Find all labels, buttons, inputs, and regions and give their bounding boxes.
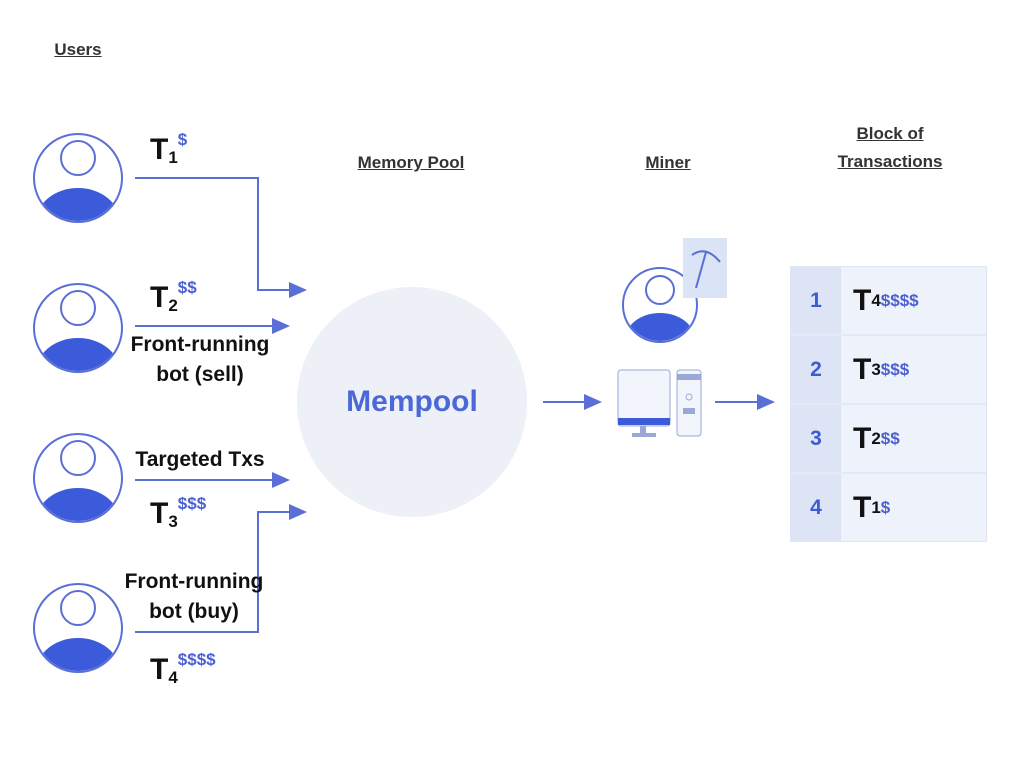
miner-avatar [622,267,698,343]
header-block-line2: Transactions [837,152,943,171]
header-block-line1: Block of [856,124,924,143]
pickaxe-icon [683,238,727,298]
tx-label-t1: T1$ [150,130,188,167]
block-row-number: 3 [791,405,841,472]
user-avatar-1 [33,133,123,223]
user-avatar-4 [33,583,123,673]
arrow-t4 [135,504,307,633]
arrow-t1 [135,177,307,298]
header-users: Users [54,40,102,59]
user-avatar-3 [33,433,123,523]
block-row-number: 1 [791,267,841,334]
header-block-of-transactions: Block of Transactions [838,120,943,176]
tx-label-t4: T4$$$$ [150,650,216,687]
tx-label-t2: T2$$ [150,278,197,315]
tx-label-t3: T3$$$ [150,494,207,531]
computer-icon [617,369,702,437]
block-row-number: 4 [791,474,841,541]
mempool-circle [297,287,527,517]
block-row-number: 2 [791,336,841,403]
header-memory-pool: Memory Pool [357,153,465,172]
header-miner: Miner [645,153,691,172]
mempool-label: Mempool [346,385,478,418]
label-targeted-txs: Targeted Txs [135,448,265,471]
user-avatar-2 [33,283,123,373]
